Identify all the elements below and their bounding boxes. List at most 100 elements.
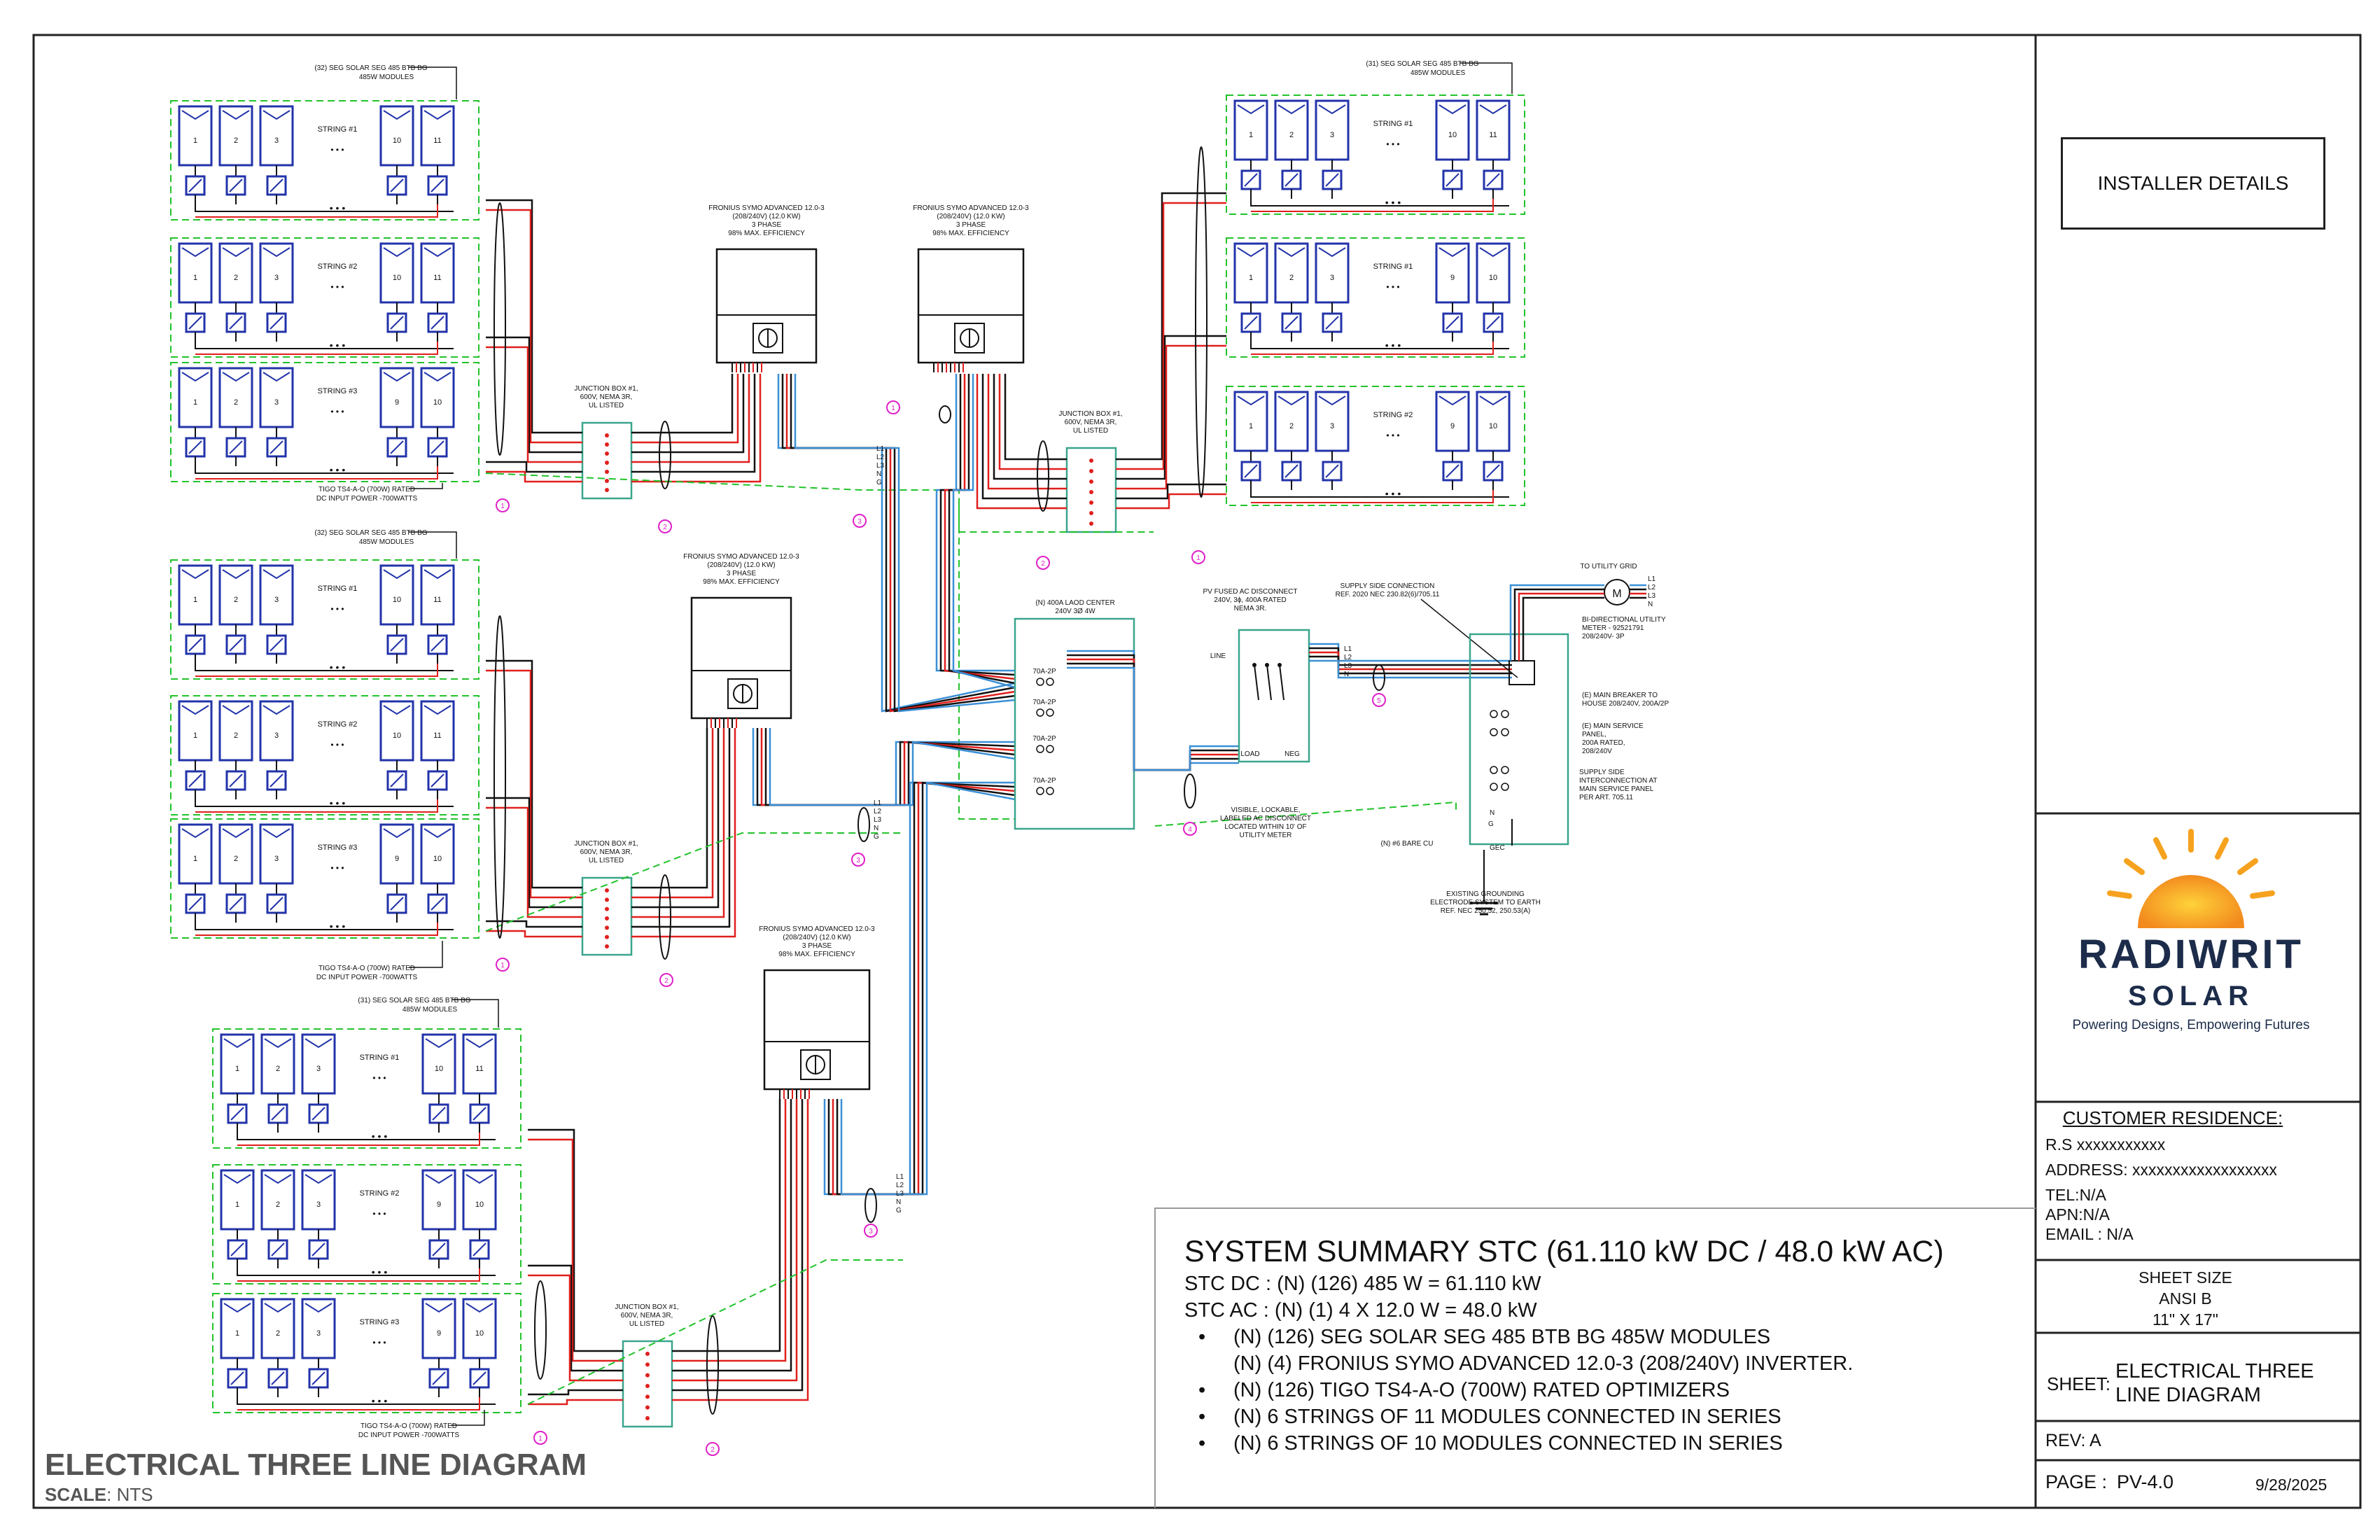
module-frame [1274,242,1309,304]
string-wire-red [1251,199,1494,212]
ac-run [1067,650,1239,771]
string-wire-black [195,799,454,807]
conduit [493,202,506,456]
module-frame [178,700,213,762]
module-number: 1 [235,1065,239,1073]
module-chevron [425,1174,453,1184]
dc-to-inverter [987,374,1067,490]
module-number: 10 [1489,274,1497,282]
conduit [1195,146,1208,498]
terminal [605,897,609,902]
conduit [493,615,506,939]
phase-label: N [876,470,881,478]
terminal [605,925,609,930]
dc-to-inverter [631,374,756,473]
solar-module: 3 [259,367,294,466]
module-number: 1 [193,398,197,407]
dc-home-run [486,346,582,463]
terminal [1089,469,1093,473]
module-frame [420,367,455,428]
wire-tag [496,958,510,972]
dc-to-inverter [672,1099,809,1401]
ac-run [935,374,1015,672]
breaker-label: 70A-2P [1032,668,1056,676]
meter-label: 208/240V- 3P [1582,633,1625,640]
module-chevron [262,372,290,382]
module-frame [259,700,294,762]
conduit [659,421,671,489]
terminal [1089,500,1093,505]
terminal [605,461,609,465]
optimizer-slash [188,440,202,454]
msp-label: (E) MAIN SERVICE [1582,722,1644,730]
module-number: 1 [193,136,197,145]
breaker-contact [1501,710,1509,718]
ac-disc-label: PV FUSED AC DISCONNECT [1203,588,1297,596]
dc-to-inverter [631,728,720,909]
module-frame [259,242,294,304]
module-frame [220,1298,255,1359]
optimizer-slash [430,440,444,454]
module-chevron [223,1038,251,1049]
module-frame [1435,391,1470,452]
module-chevron [1278,104,1306,115]
wire-tag-label: 3 [856,857,860,864]
solar-module: 3 [1315,391,1350,490]
inverter-label: 3 PHASE [752,221,782,229]
module-chevron [383,110,411,120]
module-number: 9 [395,855,399,863]
junction-box [581,421,633,500]
module-frame [421,1298,456,1359]
disconnect-pivot [1278,663,1282,667]
customer-title: CUSTOMER RESIDENCE: [2062,1107,2283,1128]
terminal [645,1394,650,1399]
module-chevron [262,247,290,258]
phase-label: N [896,1198,901,1206]
tigo-note: TIGO TS4-A-O (700W) RATED [318,486,415,493]
module-number: 2 [276,1329,280,1338]
wire-tag-label: 3 [858,518,862,526]
ssi-label: INTERCONNECTION AT [1579,777,1657,785]
terminal [605,470,609,474]
terminal [645,1362,650,1367]
module-number: 1 [193,855,197,863]
string-wire-black [195,342,454,349]
string-label: STRING #1 [318,584,358,593]
module-chevron [1278,247,1306,258]
module-number: 10 [435,1065,443,1073]
optimizer-slash [229,638,243,652]
module-chevron [181,828,209,839]
tigo-note: TIGO TS4-A-O (700W) RATED [318,965,415,972]
wire-tag [1036,556,1050,570]
module-note: (32) SEG SOLAR SEG 485 BTB BG [314,529,427,537]
optimizer-slash [430,774,444,788]
summary-bullet: (N) (4) FRONIUS SYMO ADVANCED 12.0-3 (20… [1233,1352,1854,1375]
module-number: 3 [274,274,279,282]
module-frame [1233,242,1268,304]
module-number: 9 [1450,274,1455,282]
module-number: 9 [437,1329,441,1338]
module-frame [420,242,455,304]
dc-to-inverter [631,374,734,434]
module-number: 11 [475,1065,483,1073]
optimizer-slash [1325,464,1339,478]
dc-home-run [528,1264,623,1372]
optimizer-slash [312,1242,326,1256]
optimizer-slash [229,897,243,911]
module-frame [379,367,414,428]
wire-tag [706,1442,720,1456]
module-frame [178,564,213,626]
solar-module: 1 [1233,99,1268,199]
string-wire-black [237,1397,496,1405]
dc-to-inverter [672,1099,798,1382]
terminal [605,433,609,438]
company-tagline: Powering Designs, Empowering Futures [2072,1018,2310,1032]
dc-home-run [486,806,582,918]
neutral-label: N [1490,809,1494,817]
module-frame [259,367,294,428]
wire-tag-label: 1 [1196,554,1200,562]
dc-home-run [528,1389,623,1396]
module-chevron [264,1038,292,1049]
module-frame [260,1169,295,1231]
module-number: 10 [433,855,442,863]
